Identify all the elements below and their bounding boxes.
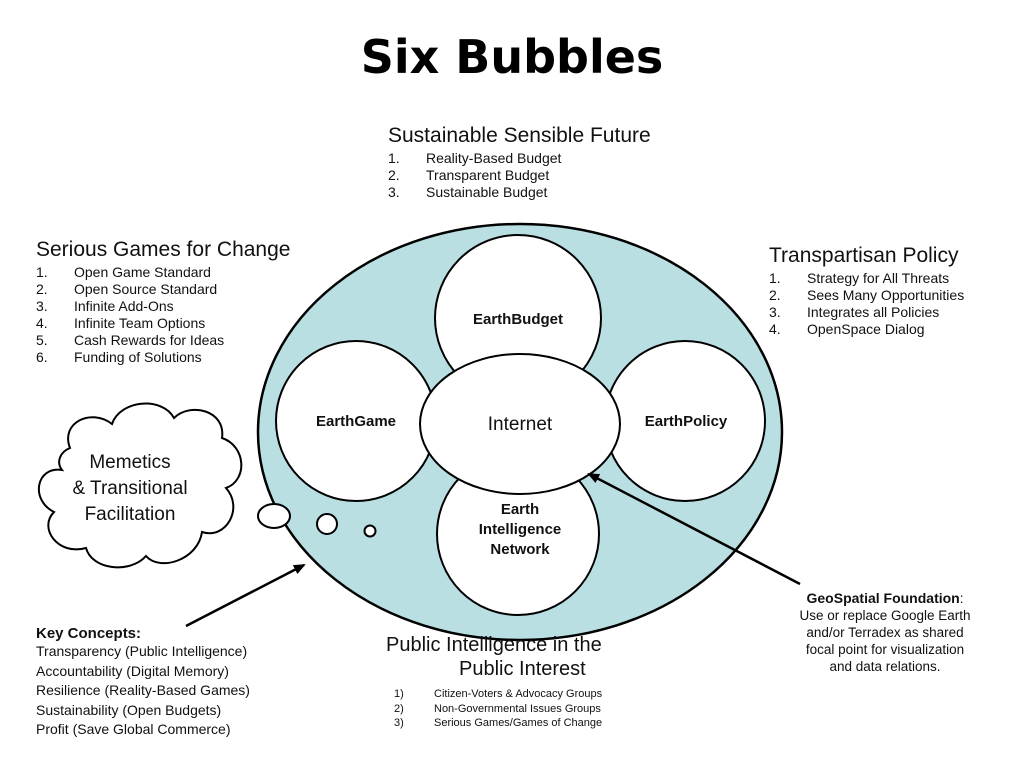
internet-label: Internet	[487, 414, 553, 435]
list-item: Accountability (Digital Memory)	[36, 662, 229, 679]
list-item: 2)Non-Governmental Issues Groups	[394, 702, 601, 715]
list-item: Profit (Save Global Commerce)	[36, 721, 231, 737]
list-item: 3)Serious Games/Games of Change	[394, 717, 603, 729]
list-item: 1)Citizen-Voters & Advocacy Groups	[394, 688, 603, 700]
list-item: 4.OpenSpace Dialog	[769, 321, 925, 337]
list-item: 1.Open Game Standard	[36, 264, 211, 280]
geospatial-line: focal point for visualization	[805, 642, 965, 657]
list-item: Sustainability (Open Budgets)	[36, 701, 222, 718]
geospatial-line: Use or replace Google Earth	[799, 608, 971, 623]
list-item: 5.Cash Rewards for Ideas	[36, 332, 225, 348]
serious-games-block: Serious Games for Change 1.Open Game Sta…	[36, 238, 290, 366]
memetics-cloud-text: Memetics & Transitional Facilitation	[72, 452, 188, 525]
geospatial-block: GeoSpatial Foundation: Use or replace Go…	[770, 590, 1000, 675]
list-item: Transparency (Public Intelligence)	[36, 643, 248, 659]
list-item: 2.Open Source Standard	[36, 281, 218, 297]
list-item: Resilience (Reality-Based Games)	[36, 682, 250, 698]
transpartisan-policy-block: Transpartisan Policy 1.Strategy for All …	[769, 244, 964, 338]
key-concepts-block: Key Concepts: Transparency (Public Intel…	[36, 625, 250, 740]
public-intelligence-heading-line1: Public Intelligence in the	[386, 634, 602, 656]
geospatial-line: and/or Terradex as shared	[806, 625, 964, 640]
list-item: 4.Infinite Team Options	[36, 315, 206, 331]
geospatial-line: and data relations.	[829, 659, 941, 674]
earthbudget-label: EarthBudget	[473, 311, 563, 328]
list-item: 2.Sees Many Opportunities	[769, 287, 965, 303]
list-item: 6.Funding of Solutions	[36, 349, 202, 365]
thought-cloud	[37, 402, 243, 569]
thought-bubble-medium	[316, 513, 338, 535]
sustainable-future-block: Sustainable Sensible Future 1.Reality-Ba…	[388, 124, 651, 201]
thought-bubble-large	[257, 503, 291, 529]
transpartisan-policy-list: 1.Strategy for All Threats 2.Sees Many O…	[769, 270, 964, 338]
list-item: 1.Reality-Based Budget	[388, 150, 562, 166]
earthgame-label: EarthGame	[315, 413, 397, 430]
list-item: 1.Strategy for All Threats	[769, 270, 950, 286]
list-item: 3.Infinite Add-Ons	[36, 298, 174, 314]
earth-intelligence-network-label: Earth Intelligence Network	[478, 501, 562, 558]
public-intelligence-heading-line2: Public Interest	[459, 658, 586, 680]
transpartisan-policy-heading: Transpartisan Policy	[769, 244, 959, 267]
list-item: 2.Transparent Budget	[388, 167, 550, 183]
key-concepts-arrow	[185, 563, 306, 628]
internet-bubble	[419, 353, 621, 495]
page-title: Six Bubbles	[360, 30, 664, 84]
thought-bubble-small	[363, 524, 377, 538]
public-intelligence-list: 1)Citizen-Voters & Advocacy Groups 2)Non…	[386, 687, 602, 731]
serious-games-list: 1.Open Game Standard 2.Open Source Stand…	[36, 264, 290, 366]
sustainable-future-heading: Sustainable Sensible Future	[388, 124, 651, 147]
geospatial-arrow	[587, 472, 801, 586]
sustainable-future-list: 1.Reality-Based Budget 2.Transparent Bud…	[388, 150, 651, 201]
geospatial-heading: GeoSpatial Foundation	[806, 590, 960, 606]
list-item: 3.Integrates all Policies	[769, 304, 940, 320]
list-item: 3.Sustainable Budget	[388, 184, 548, 200]
key-concepts-heading: Key Concepts:	[36, 625, 142, 642]
public-intelligence-block: Public Intelligence in the Public Intere…	[386, 633, 602, 731]
earthpolicy-label: EarthPolicy	[644, 413, 728, 430]
serious-games-heading: Serious Games for Change	[36, 238, 291, 261]
